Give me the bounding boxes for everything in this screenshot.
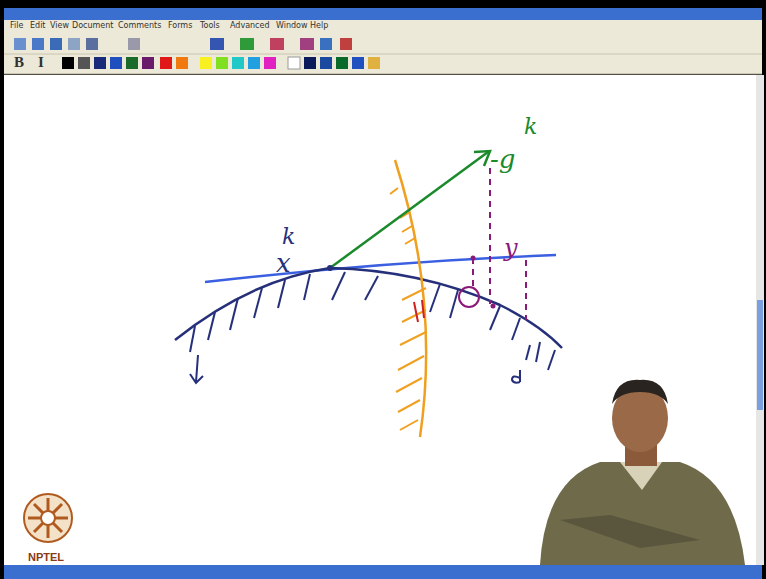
logo-text: NPTEL <box>28 552 64 563</box>
menu-item: File <box>10 22 23 30</box>
menu-item: Edit <box>30 22 46 30</box>
menu-item: Document <box>72 22 113 30</box>
menu-item: Forms <box>168 22 192 30</box>
superscript-label: k <box>524 116 537 138</box>
point-label: y <box>504 236 518 260</box>
menu-item: Help <box>310 22 328 30</box>
menu-item: Comments <box>118 22 161 30</box>
italic-button: I <box>38 55 44 70</box>
superscript-label: k <box>282 226 295 248</box>
menu-item: View <box>50 22 69 30</box>
gradient-label: -g <box>490 146 515 172</box>
point-label: x <box>276 250 291 276</box>
menu-item: Window <box>276 22 308 30</box>
menu-item: Tools <box>200 22 220 30</box>
menu-item: Advanced <box>230 22 270 30</box>
bold-button: B <box>14 55 24 70</box>
